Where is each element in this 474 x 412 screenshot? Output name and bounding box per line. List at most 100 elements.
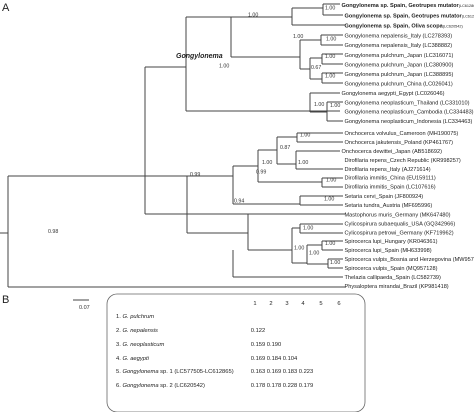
leaf-accession: (LC612865) <box>462 15 474 19</box>
panel-label-b: B <box>2 294 9 306</box>
support-value: 1.00 <box>298 160 308 166</box>
support-value: 1.00 <box>325 6 335 12</box>
support-value: 1.00 <box>300 133 310 139</box>
row-number: 6. <box>116 383 122 389</box>
leaf-label: Gongylonema neoplasticum_Thailand (LC331… <box>345 101 470 107</box>
support-value: 1.00 <box>294 246 304 252</box>
table-cell: 0.179 <box>299 383 314 389</box>
leaf-label: Gongylonema neoplasticum_Indonesia (LC33… <box>345 119 473 125</box>
leaf-label: Cylicospirura petrowi_Germany (KF719962) <box>345 231 454 237</box>
row-genus: G. <box>122 328 130 334</box>
leaf-label: Spirocerca lupi_Spain (MH633998) <box>345 248 432 254</box>
support-value: 1.00 <box>293 34 303 40</box>
support-value: 0.99 <box>256 170 266 176</box>
leaf-label: Gongylonema neoplasticum_Cambodia (LC334… <box>345 110 474 116</box>
table-row-label: 2. G. nepalensis <box>116 328 158 334</box>
row-genus: Gongylonema <box>122 369 160 375</box>
leaf-label: Gongylonema nepalensis_Italy (LC388882) <box>345 43 453 49</box>
row-number: 3. <box>116 342 122 348</box>
table-cell: 0.184 <box>267 356 282 362</box>
support-value: 1.00 <box>248 13 258 19</box>
support-value: 1.00 <box>303 226 313 232</box>
row-accession: (LC577505-LC612865) <box>173 369 234 375</box>
support-value: 1.00 <box>325 74 335 80</box>
leaf-label: Onchocerca jakutensis_Poland (KP461767) <box>345 140 454 146</box>
leaf-label: Gongylonema pulchrum_Japan (LC316071) <box>345 53 454 59</box>
table-row-label: 1. G. pulchrum <box>116 314 154 320</box>
support-value: 1.00 <box>326 37 336 43</box>
leaf-label: Dirofilaria repens_Czech Republic (KR998… <box>345 158 461 164</box>
table-column-header: 4 <box>301 301 305 307</box>
table-cell: 0.169 <box>267 369 282 375</box>
scale-bar-label: 0.07 <box>79 305 90 311</box>
leaf-label: Gongylonema pulchrum_Japan (LC388895) <box>345 72 454 78</box>
leaf-label: Dirofilaria immitis_China (EU159111) <box>345 176 436 182</box>
leaf-label: Thelazia callipaeda_Spain (LC582739) <box>345 275 442 281</box>
row-genus: G. <box>122 342 130 348</box>
table-cell: 0.122 <box>251 328 266 334</box>
table-cell: 0.178 <box>267 383 282 389</box>
leaf-label: Dirofilaria repens_Italy (AJ271614) <box>345 167 431 173</box>
table-cell: 0.104 <box>283 356 298 362</box>
row-species: sp. 1 <box>160 369 173 375</box>
table-column-header: 6 <box>337 301 340 307</box>
leaf-accession: (LC620542) <box>443 25 464 29</box>
leaf-label: Gongylonema nepalensis_Italy (LC278393) <box>345 34 453 40</box>
leaf-label: Onchocerca dewittei_Japan (AB518692) <box>342 149 443 155</box>
distance-table-box <box>106 293 366 412</box>
support-value: 0.98 <box>48 229 58 235</box>
leaf-label: Physaloptera mirandai_Brazil (KP981418) <box>345 284 449 290</box>
leaf-label: Gongylonema sp. Spain, Geotrupes mutator <box>345 14 463 20</box>
leaf-label: Onchocerca volvulus_Cameroon (MH190075) <box>345 131 459 137</box>
row-species: neoplasticum <box>130 342 164 348</box>
leaf-label: Gongylonema pulchrum_China (LC026041) <box>345 82 453 88</box>
table-row-label: 5. Gongylonema sp. 1 (LC577505-LC612865) <box>116 369 234 375</box>
row-genus: G. <box>122 356 130 362</box>
support-value: 1.00 <box>309 251 319 257</box>
row-number: 4. <box>116 356 122 362</box>
leaf-label: Spirocerca vulpis_Spain (MQ957128) <box>345 266 438 272</box>
leaf-label: Gongylonema sp. Spain, Geotrupes mutator <box>342 3 460 9</box>
leaf-label: Setaria tundra_Austria (MF695996) <box>345 203 433 209</box>
support-value: 1.00 <box>326 178 336 184</box>
row-species: sp. 2 <box>160 383 173 389</box>
table-cell: 0.190 <box>267 342 282 348</box>
support-value: 1.00 <box>325 241 335 247</box>
support-value: 1.00 <box>325 54 335 60</box>
support-value: 1.00 <box>219 64 229 70</box>
support-value: 1.00 <box>330 260 340 266</box>
support-value: 0.99 <box>190 172 200 178</box>
leaf-label: Gongylonema aegypti_Egypt (LC026046) <box>342 91 445 97</box>
leaf-label: Cylicospirura subaequalis_USA (GQ342966) <box>345 222 456 228</box>
leaf-label: Dirofilaria immitis_Spain (LC107616) <box>345 185 436 191</box>
leaf-label: Spirocerca vulpis_Bosnia and Herzegovina… <box>345 257 474 263</box>
leaf-labels: Gongylonema sp. Spain, Geotrupes mutator… <box>342 3 474 290</box>
support-values: 1.001.001.001.000.671.001.001.001.001.00… <box>48 6 340 267</box>
row-number: 5. <box>116 369 122 375</box>
table-cell: 0.169 <box>251 356 266 362</box>
table-cell: 0.183 <box>283 369 298 375</box>
table-cell: 0.178 <box>251 383 266 389</box>
leaf-label: Setaria cervi_Spain (JF800924) <box>345 194 424 200</box>
support-value: 1.00 <box>314 102 324 108</box>
leaf-accession: (LC612866) <box>459 4 474 8</box>
support-value: 1.00 <box>262 160 272 166</box>
table-row-label: 4. G. aegypti <box>116 356 150 362</box>
support-value: 1.00 <box>324 197 334 203</box>
table-row-label: 6. Gongylonema sp. 2 (LC620542) <box>116 383 205 389</box>
gongylonema-clade-label: Gongylonema <box>176 53 223 60</box>
row-species: nepalensis <box>130 328 158 334</box>
table-cell: 0.228 <box>283 383 298 389</box>
table-cell: 0.159 <box>251 342 266 348</box>
table-cell: 0.163 <box>251 369 266 375</box>
phylogenetic-tree <box>0 3 345 288</box>
table-column-header: 1 <box>253 301 256 307</box>
row-number: 2. <box>116 328 122 334</box>
leaf-label: Spirocerca lupi_Hungary (KR046361) <box>345 239 438 245</box>
row-species: pulchrum <box>129 314 154 320</box>
row-genus: G. <box>122 314 130 320</box>
support-value: 0.94 <box>234 199 244 205</box>
panel-label-a: A <box>2 2 10 14</box>
